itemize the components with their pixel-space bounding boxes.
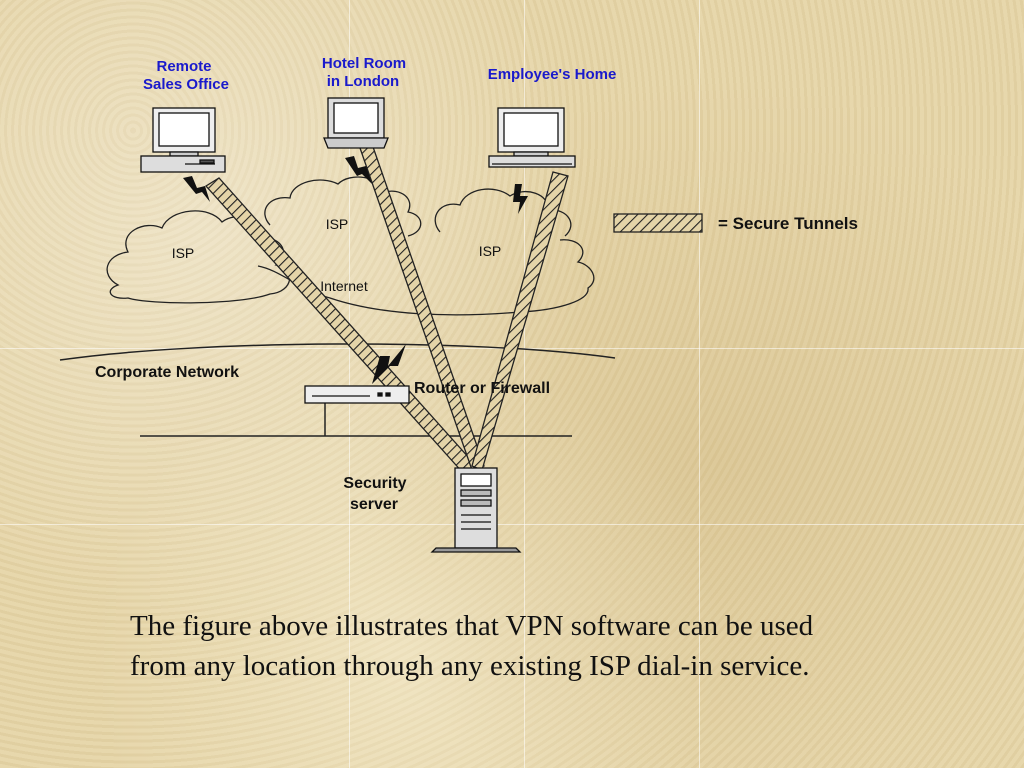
router-firewall-label: Router or Firewall <box>414 380 550 397</box>
remote-sales-label: Sales Office <box>143 76 229 93</box>
router-icon <box>304 385 410 404</box>
lightning-icon <box>183 176 210 202</box>
isp-label: ISP <box>326 216 349 232</box>
lightning-icon <box>345 156 372 184</box>
remote-sales-label: Remote <box>156 58 211 75</box>
secure-tunnels <box>204 143 569 475</box>
legend-tunnel-swatch <box>613 213 703 233</box>
caption: The figure above illustrates that VPN so… <box>130 606 950 686</box>
corporate-network-boundary <box>59 343 616 361</box>
legend-label: = Secure Tunnels <box>718 214 858 233</box>
hotel-laptop-icon <box>323 97 389 149</box>
tile-seam <box>699 0 700 768</box>
remote-sales-computer-icon <box>140 107 226 173</box>
isp-label: ISP <box>479 243 502 259</box>
security-server-icon <box>430 467 522 553</box>
lightning-icon <box>372 344 406 384</box>
hotel-room-label: Hotel Room <box>322 55 406 72</box>
isp-label: ISP <box>172 245 195 261</box>
security-server-label: Security <box>343 475 406 492</box>
vpn-diagram: Remote Sales Office Hotel Room in London… <box>59 55 858 553</box>
home-computer-icon <box>488 107 576 168</box>
dial-in-lightning-icons <box>183 156 528 384</box>
tunnel-employee-home <box>471 171 569 471</box>
employee-home-label: Employee's Home <box>488 66 617 83</box>
tile-seam <box>0 524 1024 525</box>
caption-line: from any location through any existing I… <box>130 650 810 682</box>
corporate-network-label: Corporate Network <box>95 364 239 381</box>
security-server-label: server <box>350 496 398 513</box>
tile-seam <box>524 0 525 768</box>
internet-label: Internet <box>320 278 368 294</box>
hotel-room-label: in London <box>327 73 399 90</box>
caption-line: The figure above illustrates that VPN so… <box>130 610 814 642</box>
tile-seam <box>349 0 350 768</box>
lightning-icon <box>513 184 528 214</box>
